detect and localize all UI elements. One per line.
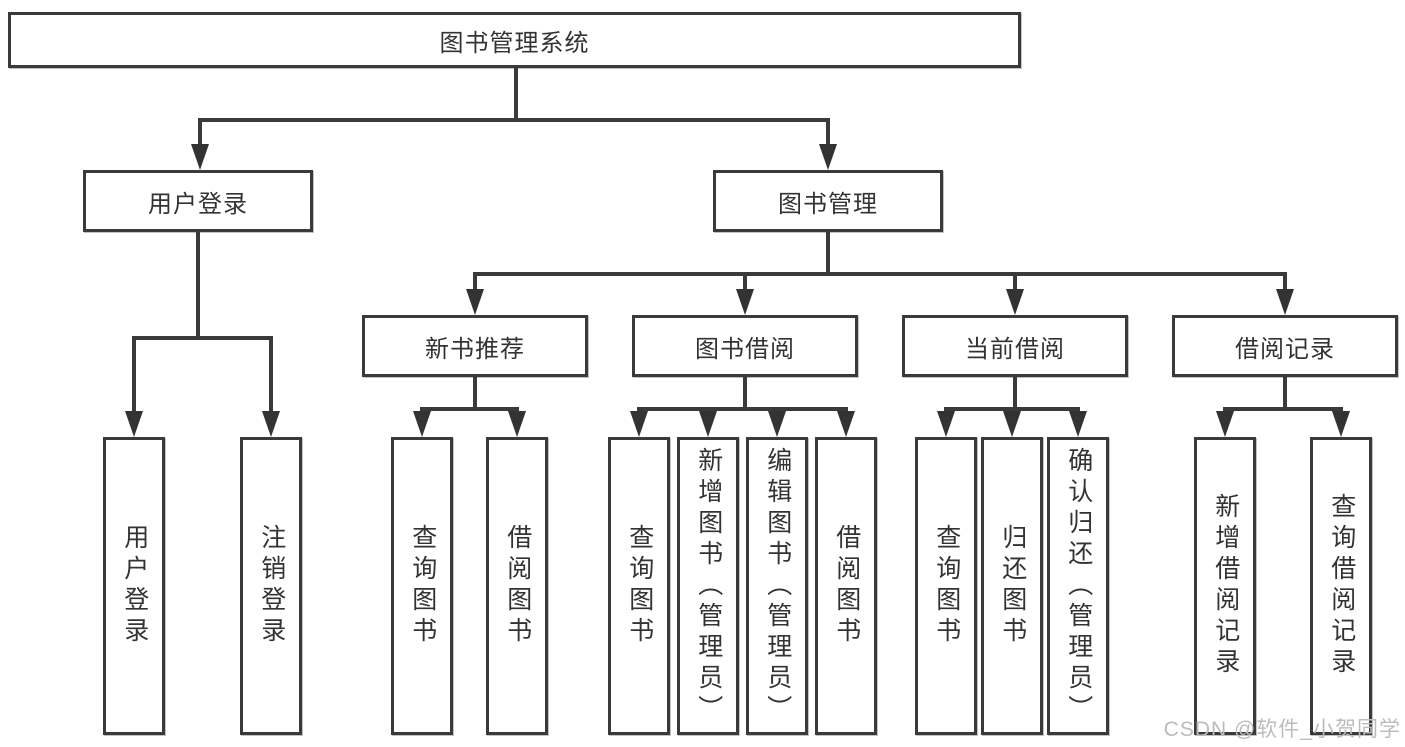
connector-line bbox=[1223, 407, 1342, 411]
connector-line bbox=[1013, 272, 1017, 291]
leaf-query-book-borrowing: 查询图书 bbox=[608, 437, 670, 735]
arrow-down-icon bbox=[1332, 411, 1350, 437]
leaf-label: 编辑图书（管理员） bbox=[763, 446, 792, 726]
node-label: 图书管理 bbox=[778, 190, 878, 218]
node-book-management: 图书管理 bbox=[713, 170, 943, 232]
leaf-user-login: 用户登录 bbox=[103, 437, 165, 735]
leaf-query-book-recommend: 查询图书 bbox=[391, 437, 453, 735]
leaf-confirm-return-admin: 确认归还（管理员） bbox=[1047, 437, 1109, 735]
connector-line bbox=[473, 272, 1287, 276]
connector-line bbox=[1283, 272, 1287, 291]
leaf-borrow-book: 借阅图书 bbox=[815, 437, 877, 735]
connector-line bbox=[1283, 377, 1287, 407]
leaf-edit-book-admin: 编辑图书（管理员） bbox=[746, 437, 808, 735]
connector-line bbox=[1339, 407, 1343, 413]
connector-line bbox=[196, 232, 200, 336]
leaf-label: 查询借阅记录 bbox=[1327, 493, 1356, 679]
leaf-label: 新增借阅记录 bbox=[1211, 493, 1240, 679]
connector-line bbox=[514, 68, 518, 118]
arrow-down-icon bbox=[191, 144, 209, 170]
arrow-down-icon bbox=[508, 411, 526, 437]
connector-line bbox=[1223, 407, 1227, 413]
connector-line bbox=[269, 336, 273, 413]
node-label: 用户登录 bbox=[148, 190, 248, 218]
connector-line bbox=[844, 407, 848, 413]
leaf-logout: 注销登录 bbox=[240, 437, 302, 735]
arrow-down-icon bbox=[1069, 411, 1087, 437]
connector-line bbox=[473, 377, 477, 407]
node-label: 新书推荐 bbox=[425, 335, 525, 363]
connector-line bbox=[826, 232, 830, 272]
node-current-borrowing: 当前借阅 bbox=[902, 315, 1128, 377]
connector-line bbox=[515, 407, 519, 413]
node-label: 当前借阅 bbox=[965, 335, 1065, 363]
connector-line bbox=[637, 407, 641, 413]
arrow-down-icon bbox=[837, 411, 855, 437]
connector-line bbox=[198, 118, 202, 146]
leaf-query-book-current: 查询图书 bbox=[915, 437, 977, 735]
leaf-label: 查询图书 bbox=[932, 524, 961, 648]
leaf-label: 确认归还（管理员） bbox=[1064, 446, 1093, 726]
connector-line bbox=[743, 377, 747, 407]
leaf-label: 注销登录 bbox=[257, 524, 286, 648]
node-label: 借阅记录 bbox=[1235, 335, 1335, 363]
connector-line bbox=[420, 407, 518, 411]
arrow-down-icon bbox=[1276, 289, 1294, 315]
arrow-down-icon bbox=[125, 411, 143, 437]
node-new-book-recommend: 新书推荐 bbox=[362, 315, 588, 377]
leaf-return-book: 归还图书 bbox=[981, 437, 1043, 735]
arrow-down-icon bbox=[937, 411, 955, 437]
connector-line bbox=[132, 336, 273, 340]
connector-line bbox=[198, 118, 830, 122]
leaf-add-book-admin: 新增图书（管理员） bbox=[677, 437, 739, 735]
arrow-down-icon bbox=[819, 144, 837, 170]
leaf-label: 归还图书 bbox=[998, 524, 1027, 648]
leaf-label: 查询图书 bbox=[625, 524, 654, 648]
leaf-label: 新增图书（管理员） bbox=[694, 446, 723, 726]
arrow-down-icon bbox=[413, 411, 431, 437]
connector-line bbox=[743, 272, 747, 291]
arrow-down-icon bbox=[768, 411, 786, 437]
leaf-add-borrow-record: 新增借阅记录 bbox=[1194, 437, 1256, 735]
connector-line bbox=[1013, 377, 1017, 407]
connector-line bbox=[420, 407, 424, 413]
leaf-label: 借阅图书 bbox=[832, 524, 861, 648]
node-label: 图书管理系统 bbox=[439, 29, 590, 57]
node-library-management-system: 图书管理系统 bbox=[8, 12, 1021, 68]
leaf-borrow-book-recommend: 借阅图书 bbox=[486, 437, 548, 735]
node-label: 图书借阅 bbox=[695, 335, 795, 363]
leaf-label: 查询图书 bbox=[408, 524, 437, 648]
arrow-down-icon bbox=[1006, 289, 1024, 315]
node-borrowing-records: 借阅记录 bbox=[1172, 315, 1398, 377]
node-book-borrowing: 图书借阅 bbox=[632, 315, 858, 377]
leaf-label: 用户登录 bbox=[120, 524, 149, 648]
node-user-login: 用户登录 bbox=[83, 170, 313, 232]
arrow-down-icon bbox=[699, 411, 717, 437]
arrow-down-icon bbox=[466, 289, 484, 315]
connector-line bbox=[132, 336, 136, 413]
arrow-down-icon bbox=[736, 289, 754, 315]
connector-line bbox=[944, 407, 948, 413]
csdn-watermark: CSDN @软件_小贺同学 bbox=[1163, 718, 1401, 741]
connector-line bbox=[637, 407, 847, 411]
connector-line bbox=[473, 272, 477, 291]
connector-line bbox=[775, 407, 779, 413]
connector-line bbox=[826, 118, 830, 146]
arrow-down-icon bbox=[1216, 411, 1234, 437]
connector-line bbox=[1010, 407, 1014, 413]
connector-line bbox=[1076, 407, 1080, 413]
arrow-down-icon bbox=[1003, 411, 1021, 437]
arrow-down-icon bbox=[630, 411, 648, 437]
connector-line bbox=[706, 407, 710, 413]
leaf-label: 借阅图书 bbox=[503, 524, 532, 648]
leaf-query-borrow-record: 查询借阅记录 bbox=[1310, 437, 1372, 735]
arrow-down-icon bbox=[262, 411, 280, 437]
